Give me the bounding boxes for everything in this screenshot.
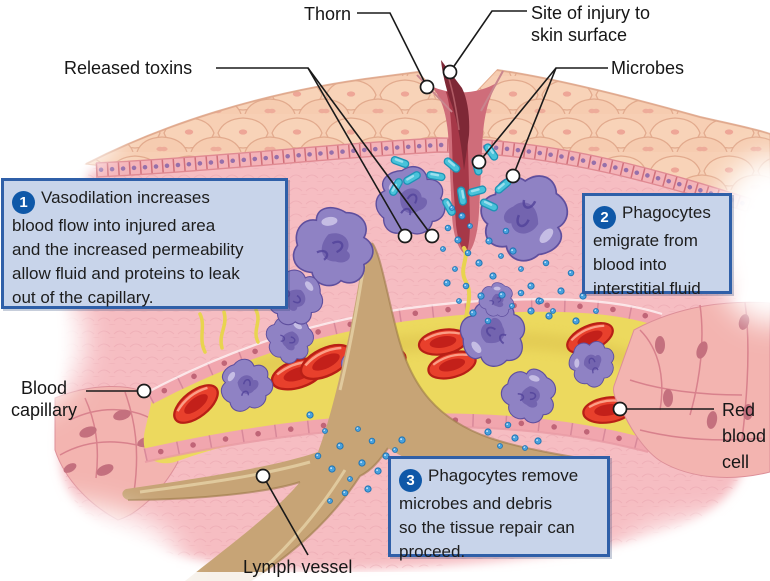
red-blood-cell-label: Red blood cell [722,400,767,472]
thorn-label: Thorn [304,4,352,24]
thorn-marker-dot [419,79,435,95]
microbes-leader-line-2 [512,67,557,177]
step-2-text: Phagocytes emigrate from blood into inte… [593,203,711,298]
lymph-vessel-marker-dot [255,468,271,484]
lymph-vessel-leader-line [265,480,309,556]
microbes-marker-dot-2 [505,168,521,184]
site-of-injury-marker-dot [442,64,458,80]
step-3-number-badge: 3 [399,469,422,492]
released-toxins-leader-line-2 [307,67,433,237]
site-of-injury-leader-line [449,10,527,73]
thorn-leader-line [357,12,428,88]
basal-cell-layer [93,137,770,220]
step-1-number-badge: 1 [12,191,35,214]
blood-capillary-marker-dot [136,383,152,399]
microbes-marker-dot-1 [471,154,487,170]
step-3-text: Phagocytes remove microbes and debris so… [399,466,579,561]
step-2-number-badge: 2 [593,206,616,229]
lymph-vessel-shape [122,241,600,581]
red-blood-cell-marker-dot [612,401,628,417]
leader-lines [86,10,714,556]
released-toxins-label: Released toxins [64,58,193,78]
epidermis-layer [84,69,770,220]
released-toxins-marker-dot-2 [424,228,440,244]
step-1-text: Vasodilation increases blood flow into i… [12,188,244,307]
site-of-injury-label: Site of injury to skin surface [531,3,651,45]
released-toxins-marker-dot-1 [397,228,413,244]
leader-markers [136,64,628,484]
lymph-vessel-label: Lymph vessel [243,557,353,577]
microbes-label: Microbes [611,58,685,78]
blood-capillary-label: Blood capillary [10,378,78,420]
